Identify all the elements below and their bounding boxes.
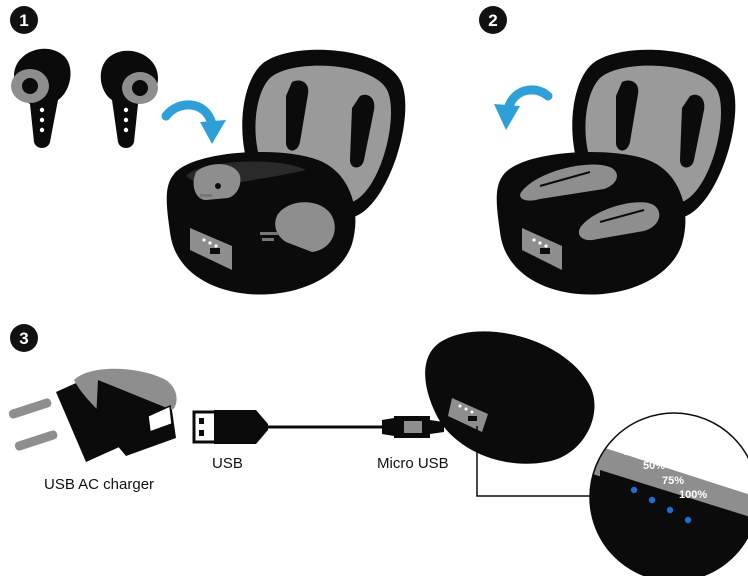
step-2-number: 2 [488, 11, 497, 30]
earbud-right [100, 50, 158, 148]
step-2-badge: 2 [479, 6, 507, 34]
battery-label-50: 50% [643, 460, 665, 472]
label-micro-usb: Micro USB [377, 455, 449, 472]
battery-label-25: 25% [624, 446, 646, 458]
usb-ac-charger [8, 368, 177, 462]
led-100 [684, 516, 692, 524]
step-3-badge: 3 [10, 324, 38, 352]
curved-arrow-right-icon [161, 100, 226, 144]
charging-case-open-with-earbuds [496, 49, 736, 295]
battery-label-100: 100% [679, 489, 707, 501]
battery-leds [630, 486, 692, 524]
earbud-left [11, 48, 71, 148]
led-50 [648, 496, 656, 504]
callout-line [476, 426, 596, 497]
battery-indicator-zoom [589, 412, 748, 581]
step-1-badge: 1 [10, 6, 38, 34]
led-25 [630, 486, 638, 494]
step-3-number: 3 [19, 329, 28, 348]
label-usb: USB [212, 455, 243, 472]
charging-case-open-empty [166, 49, 406, 295]
led-75 [666, 506, 674, 514]
label-usb-ac-charger: USB AC charger [44, 476, 154, 493]
step-1-number: 1 [19, 11, 28, 30]
charging-case-closed [425, 331, 595, 464]
usb-cable [192, 410, 444, 444]
curved-arrow-left-icon [494, 85, 553, 130]
battery-label-75: 75% [662, 475, 684, 487]
